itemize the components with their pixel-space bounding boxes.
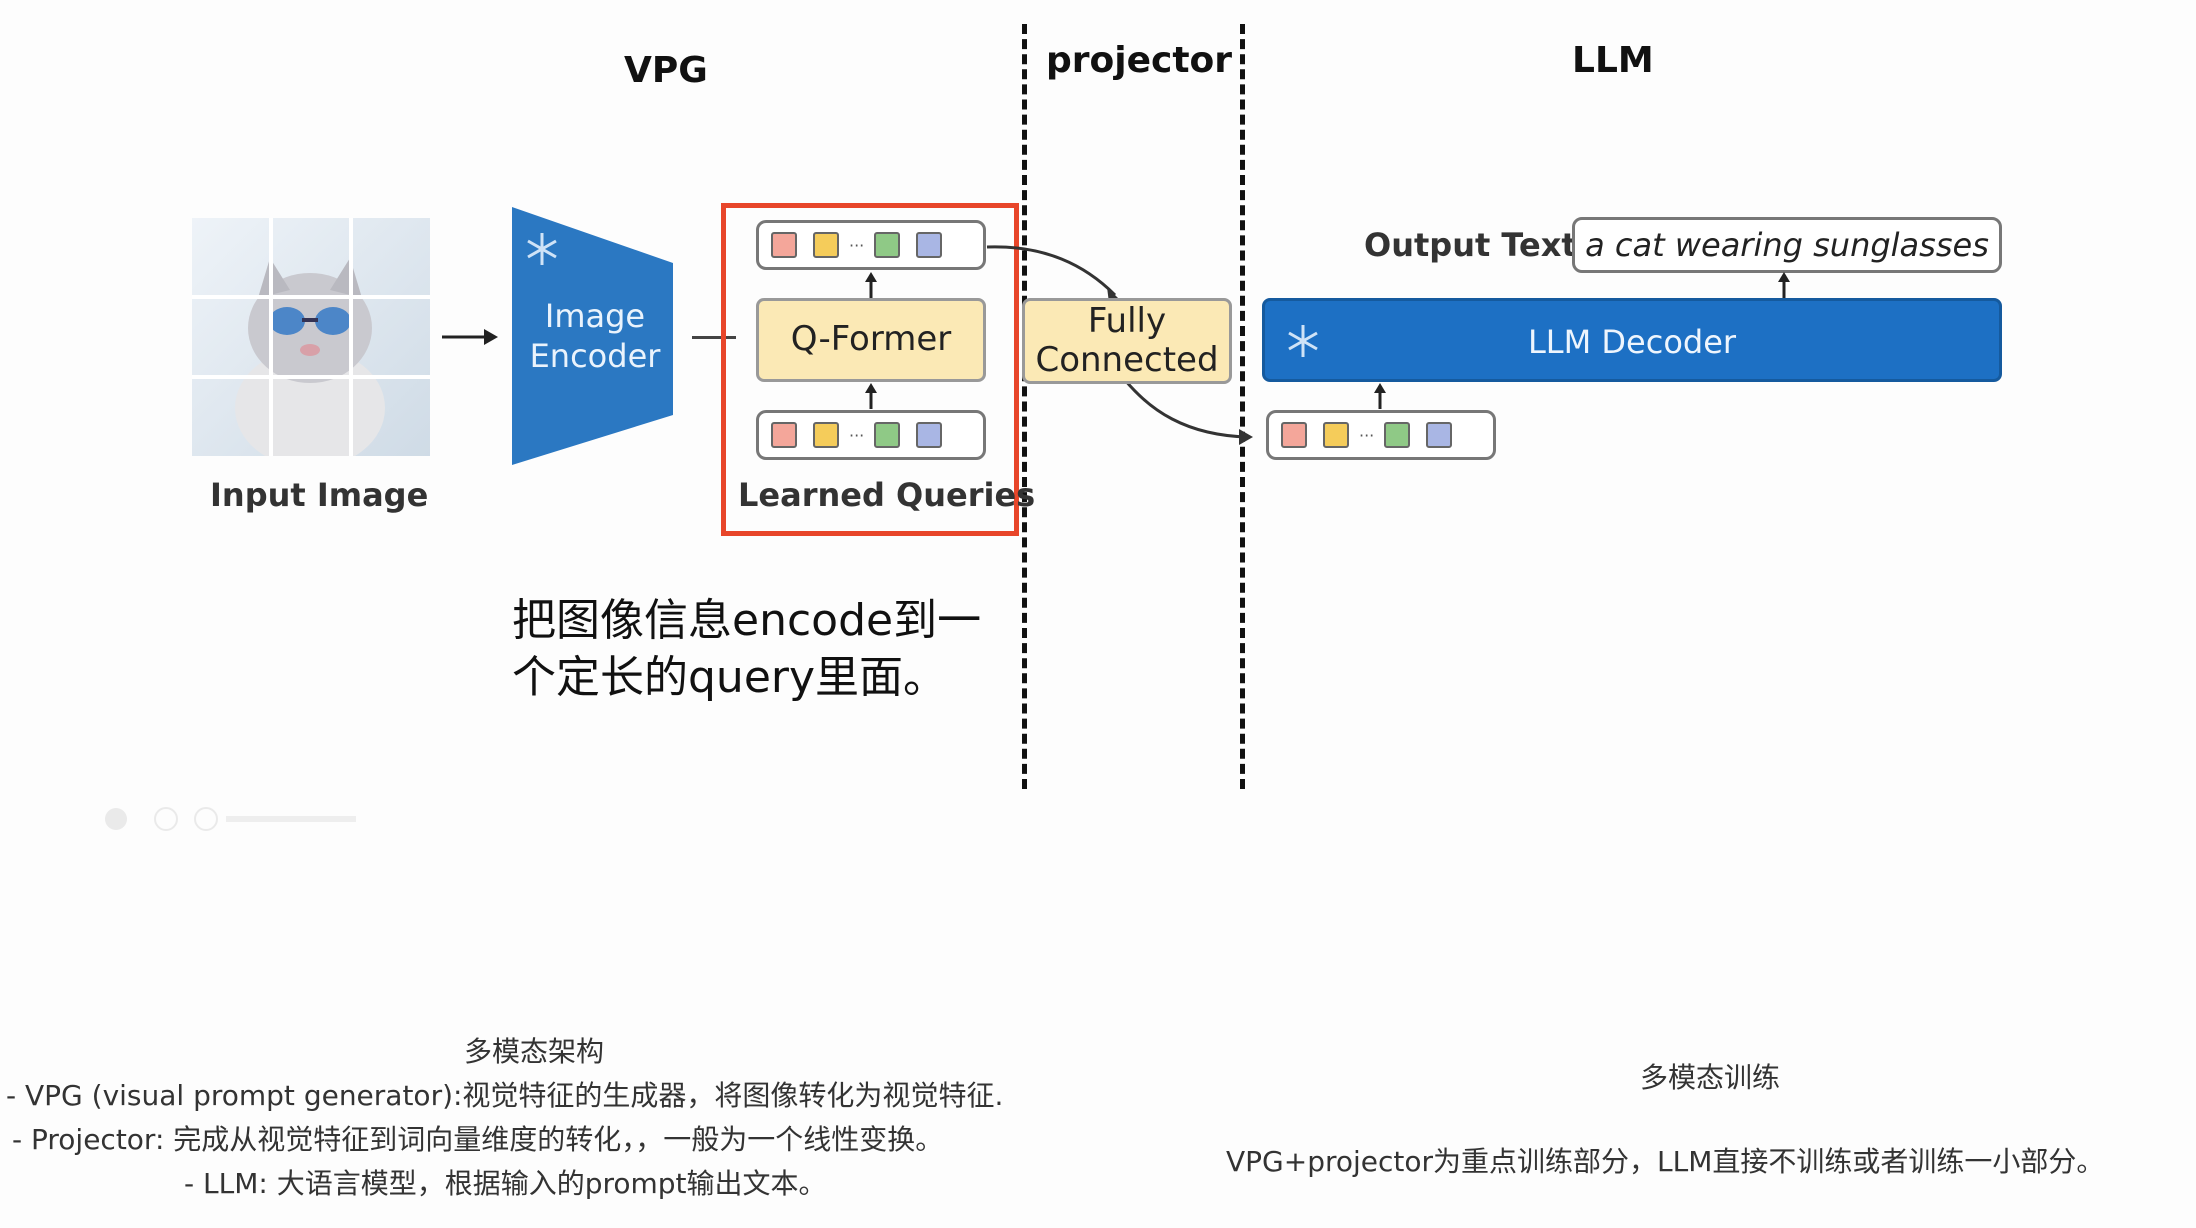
q-former-block: Q-Former — [756, 298, 986, 382]
arrow-input-to-encoder — [442, 329, 498, 345]
architecture-line-llm: - LLM: 大语言模型，根据输入的prompt输出文本。 — [184, 1167, 827, 1200]
image-encoder-shape — [512, 207, 673, 465]
output-text-value: a cat wearing sunglasses — [1585, 226, 1989, 264]
training-title: 多模态训练 — [1640, 1061, 1781, 1094]
llm-input-tokens: ··· — [1266, 410, 1496, 460]
architecture-line-projector: - Projector: 完成从视觉特征到词向量维度的转化，，一般为一个线性变换… — [12, 1123, 944, 1156]
section-label-llm: LLM — [1572, 40, 1654, 81]
fully-connected-block: Fully Connected — [1022, 298, 1232, 384]
output-text-box: a cat wearing sunglasses — [1572, 217, 2002, 273]
token — [916, 232, 943, 258]
annotation-line: 把图像信息encode到一 — [512, 595, 982, 646]
ellipsis-icon: ··· — [849, 235, 865, 255]
llm-decoder-block: LLM Decoder — [1262, 298, 2002, 382]
arrow-up — [865, 383, 877, 409]
architecture-title: 多模态架构 — [464, 1035, 605, 1068]
ellipsis-icon: ··· — [849, 425, 865, 445]
architecture-line-vpg: - VPG (visual prompt generator):视觉特征的生成器… — [6, 1079, 1004, 1112]
section-label-projector: projector — [1046, 40, 1233, 81]
divider-projector-llm — [1240, 24, 1245, 789]
token — [874, 422, 901, 448]
arrow-up — [1374, 383, 1386, 409]
divider-vpg-projector — [1022, 24, 1027, 789]
faded-logo — [98, 806, 358, 832]
token — [1426, 422, 1453, 448]
image-encoder-label: Image Encoder — [529, 297, 661, 375]
token — [813, 232, 839, 258]
snowflake-icon — [1288, 325, 1318, 357]
qformer-highlight-box — [721, 203, 1019, 536]
qformer-output-tokens: ··· — [756, 220, 986, 270]
learned-query-tokens: ··· — [756, 410, 986, 460]
training-description: VPG+projector为重点训练部分，LLM直接不训练或者训练一小部分。 — [1226, 1145, 2105, 1178]
arrow-up — [1778, 272, 1790, 298]
input-image — [192, 218, 430, 468]
token — [771, 422, 797, 448]
token — [1384, 422, 1411, 448]
token — [916, 422, 943, 448]
connector-line — [692, 336, 736, 339]
token — [874, 232, 901, 258]
llm-decoder-label: LLM Decoder — [1527, 323, 1737, 361]
arrow-up — [865, 272, 877, 298]
token — [771, 232, 797, 258]
annotation-note: 把图像信息encode到一 个定长的query里面。 — [512, 592, 1012, 706]
input-image-caption: Input Image — [210, 476, 429, 514]
annotation-line: 个定长的query里面。 — [512, 652, 948, 704]
token — [1281, 422, 1307, 448]
section-label-vpg: VPG — [624, 50, 708, 91]
output-text-label: Output Text — [1364, 226, 1577, 264]
ellipsis-icon: ··· — [1359, 425, 1375, 445]
learned-queries-caption: Learned Queries — [738, 476, 1036, 514]
token — [813, 422, 839, 448]
snowflake-icon — [527, 233, 557, 265]
token — [1323, 422, 1349, 448]
